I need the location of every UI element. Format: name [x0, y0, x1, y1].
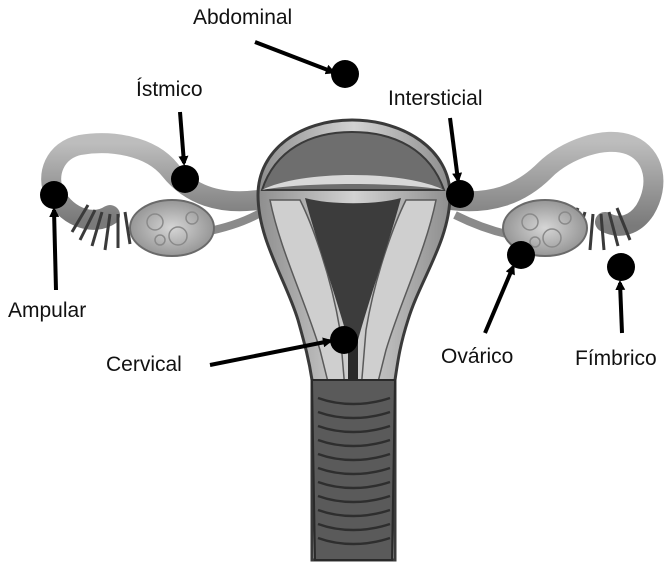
- label-ovarico: Ovárico: [441, 346, 513, 367]
- label-intersticial: Intersticial: [388, 88, 483, 109]
- marker-abdominal: [331, 60, 359, 88]
- arrow-ampular: [54, 210, 56, 290]
- arrow-fimbrico: [620, 283, 622, 333]
- arrow-istmico: [180, 112, 184, 163]
- arrow-ovarico: [485, 267, 513, 333]
- marker-cervical: [330, 326, 358, 354]
- marker-ovarico: [507, 241, 535, 269]
- marker-fimbrico: [607, 253, 635, 281]
- arrow-intersticial: [450, 118, 458, 180]
- marker-istmico: [171, 165, 199, 193]
- label-ampular: Ampular: [8, 300, 86, 321]
- marker-ampular: [40, 181, 68, 209]
- label-fimbrico: Fímbrico: [575, 348, 657, 369]
- arrow-abdominal: [255, 42, 333, 72]
- marker-intersticial: [446, 180, 474, 208]
- label-abdominal: Abdominal: [193, 7, 292, 28]
- label-cervical: Cervical: [106, 354, 182, 375]
- left-ovary: [130, 200, 214, 256]
- label-istmico: Ístmico: [136, 79, 203, 100]
